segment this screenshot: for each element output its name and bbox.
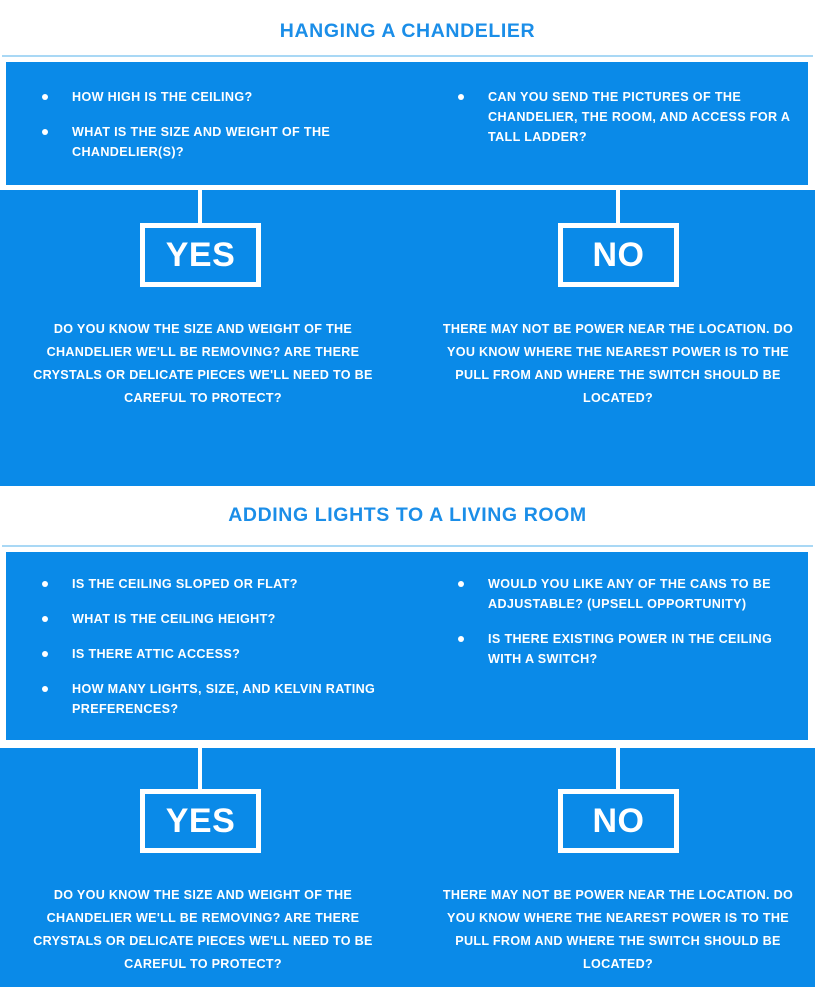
section-title: HANGING A CHANDELIER bbox=[279, 20, 536, 42]
list-item: HOW MANY LIGHTS, SIZE, AND KELVIN RATING… bbox=[30, 679, 410, 719]
list-item: CAN YOU SEND THE PICTURES OF THE CHANDEL… bbox=[446, 87, 806, 147]
question-panel: HOW HIGH IS THE CEILING? WHAT IS THE SIZ… bbox=[6, 62, 808, 185]
answer-followup-yes: DO YOU KNOW THE SIZE AND WEIGHT OF THE C… bbox=[33, 322, 373, 405]
question-panel: IS THE CEILING SLOPED OR FLAT? WHAT IS T… bbox=[6, 552, 808, 740]
bullet-icon bbox=[42, 651, 48, 657]
answer-box-no: NO bbox=[558, 223, 679, 287]
connector-line-yes bbox=[198, 190, 202, 225]
answer-label: YES bbox=[165, 801, 236, 840]
bullet-icon bbox=[42, 129, 48, 135]
list-item: HOW HIGH IS THE CEILING? bbox=[30, 87, 410, 107]
question-column-left: HOW HIGH IS THE CEILING? WHAT IS THE SIZ… bbox=[30, 87, 410, 177]
question-text: HOW MANY LIGHTS, SIZE, AND KELVIN RATING… bbox=[72, 682, 376, 716]
answer-box-yes: YES bbox=[140, 789, 261, 853]
answer-label: NO bbox=[592, 235, 645, 274]
list-item: WHAT IS THE SIZE AND WEIGHT OF THE CHAND… bbox=[30, 122, 410, 162]
question-text: HOW HIGH IS THE CEILING? bbox=[72, 90, 253, 104]
answer-band: YES DO YOU KNOW THE SIZE AND WEIGHT OF T… bbox=[0, 190, 815, 486]
list-item: IS THERE EXISTING POWER IN THE CEILING W… bbox=[446, 629, 806, 669]
connector-line-yes bbox=[198, 748, 202, 790]
question-text: WHAT IS THE SIZE AND WEIGHT OF THE CHAND… bbox=[72, 125, 331, 159]
answer-followup-no: THERE MAY NOT BE POWER NEAR THE LOCATION… bbox=[442, 322, 794, 405]
list-item: WHAT IS THE CEILING HEIGHT? bbox=[30, 609, 410, 629]
title-divider-rule bbox=[2, 55, 813, 57]
section-title: ADDING LIGHTS TO A LIVING ROOM bbox=[228, 504, 587, 526]
bullet-icon bbox=[458, 636, 464, 642]
bullet-icon bbox=[42, 581, 48, 587]
question-text: CAN YOU SEND THE PICTURES OF THE CHANDEL… bbox=[488, 90, 790, 144]
question-text: WOULD YOU LIKE ANY OF THE CANS TO BE ADJ… bbox=[488, 577, 771, 611]
question-text: IS THERE EXISTING POWER IN THE CEILING W… bbox=[488, 632, 773, 666]
answer-box-yes: YES bbox=[140, 223, 261, 287]
answer-box-no: NO bbox=[558, 789, 679, 853]
answer-followup-no: THERE MAY NOT BE POWER NEAR THE LOCATION… bbox=[442, 888, 794, 971]
bullet-icon bbox=[42, 686, 48, 692]
title-divider-rule bbox=[2, 545, 813, 547]
bullet-icon bbox=[458, 581, 464, 587]
answer-label: YES bbox=[165, 235, 236, 274]
question-column-right: CAN YOU SEND THE PICTURES OF THE CHANDEL… bbox=[446, 87, 806, 162]
question-text: IS THERE ATTIC ACCESS? bbox=[72, 647, 241, 661]
list-item: WOULD YOU LIKE ANY OF THE CANS TO BE ADJ… bbox=[446, 574, 806, 614]
list-item: IS THERE ATTIC ACCESS? bbox=[30, 644, 410, 664]
question-text: WHAT IS THE CEILING HEIGHT? bbox=[72, 612, 276, 626]
answer-label: NO bbox=[592, 801, 645, 840]
bullet-icon bbox=[42, 616, 48, 622]
answer-followup-yes: DO YOU KNOW THE SIZE AND WEIGHT OF THE C… bbox=[33, 888, 373, 971]
question-text: IS THE CEILING SLOPED OR FLAT? bbox=[72, 577, 298, 591]
list-item: IS THE CEILING SLOPED OR FLAT? bbox=[30, 574, 410, 594]
question-column-right: WOULD YOU LIKE ANY OF THE CANS TO BE ADJ… bbox=[446, 574, 806, 684]
bullet-icon bbox=[42, 94, 48, 100]
connector-line-no bbox=[616, 748, 620, 790]
answer-band: YES DO YOU KNOW THE SIZE AND WEIGHT OF T… bbox=[0, 748, 815, 987]
bullet-icon bbox=[458, 94, 464, 100]
connector-line-no bbox=[616, 190, 620, 225]
question-column-left: IS THE CEILING SLOPED OR FLAT? WHAT IS T… bbox=[30, 574, 410, 734]
